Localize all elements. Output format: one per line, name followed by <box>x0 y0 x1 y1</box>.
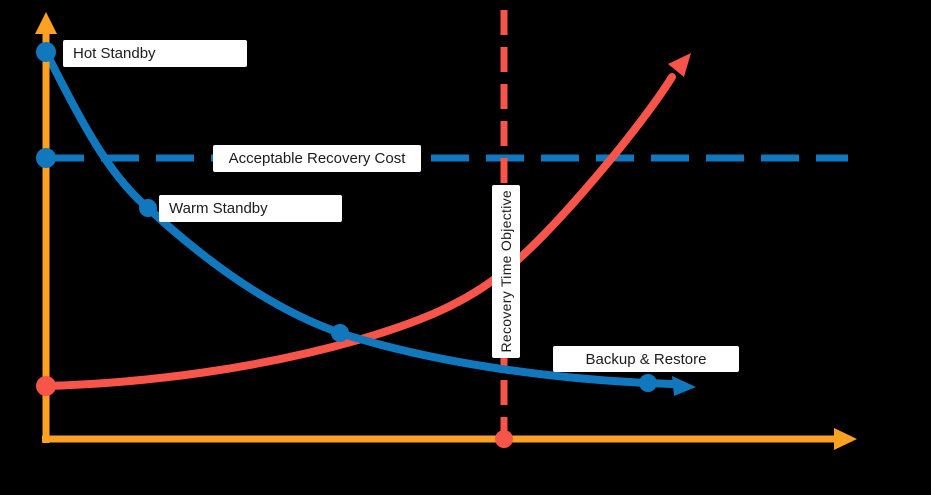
cost-curve-mid-dot <box>331 324 349 342</box>
red-curve-start-dot <box>36 376 56 396</box>
warm-standby-dot <box>139 199 157 217</box>
warm-standby-label: Warm Standby <box>159 195 342 222</box>
recovery-time-objective-label: Recovery Time Objective <box>492 185 520 358</box>
x-axis-arrowhead-icon <box>834 428 857 450</box>
acceptable-recovery-cost-label: Acceptable Recovery Cost <box>213 145 421 172</box>
acceptable-cost-axis-dot <box>36 148 56 168</box>
hot-standby-dot <box>36 42 56 62</box>
y-axis-arrowhead-icon <box>35 12 57 34</box>
backup-restore-label: Backup & Restore <box>553 346 739 372</box>
rto-axis-dot <box>495 430 513 448</box>
hot-standby-label: Hot Standby <box>63 40 247 67</box>
recovery-time-objective-label-text: Recovery Time Objective <box>498 190 514 353</box>
recovery-time-growth-curve <box>42 73 676 390</box>
recovery-cost-curve <box>42 48 676 388</box>
red-curve-arrowhead-icon <box>668 53 691 77</box>
blue-curve-arrowhead-icon <box>672 376 696 396</box>
backup-restore-dot <box>639 374 657 392</box>
